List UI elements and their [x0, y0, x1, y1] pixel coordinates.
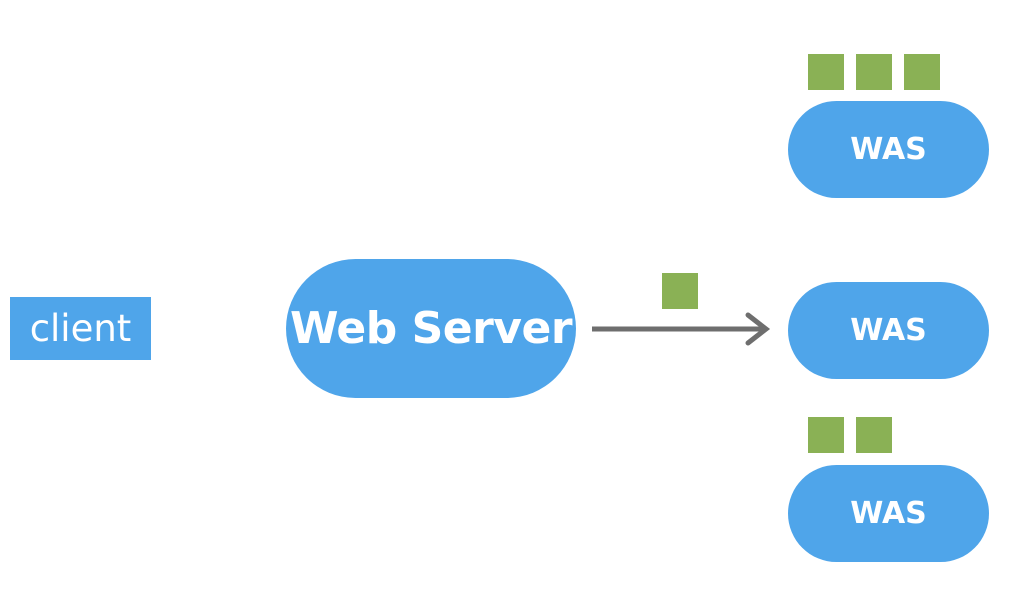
routing-arrow: [592, 312, 771, 346]
was-node-2-label: WAS: [850, 313, 927, 348]
client-label: client: [29, 307, 132, 350]
was-3-queued-request: [808, 417, 844, 453]
routing-arrow-head: [745, 312, 771, 346]
was-node-1-label: WAS: [850, 132, 927, 167]
was-1-queued-request: [904, 54, 940, 90]
web-server-node: Web Server: [286, 259, 576, 398]
was-node-3-label: WAS: [850, 496, 927, 531]
was-3-queued-request: [856, 417, 892, 453]
was-node-2: WAS: [788, 282, 989, 379]
was-node-3: WAS: [788, 465, 989, 562]
was-node-1: WAS: [788, 101, 989, 198]
was-1-queued-request: [808, 54, 844, 90]
web-server-label: Web Server: [289, 303, 573, 354]
was-1-queued-request: [856, 54, 892, 90]
in-flight-request-block: [662, 273, 698, 309]
client-node: client: [10, 297, 151, 360]
